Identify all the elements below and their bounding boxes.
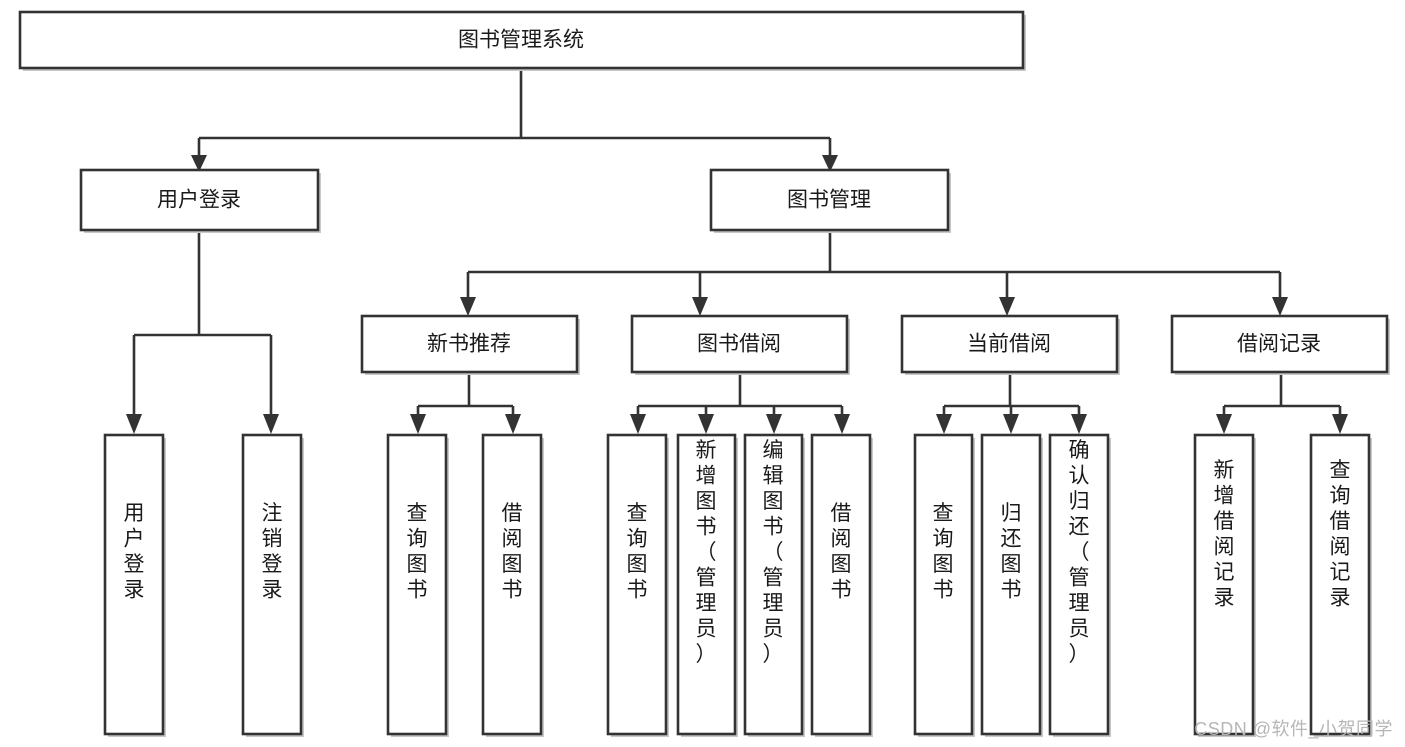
- node-leaf-return-book-label: 归还图书: [1001, 502, 1022, 602]
- node-leaf-query-record[interactable]: 查询借阅记录: [1309, 433, 1372, 737]
- node-root-box[interactable]: [18, 10, 1025, 70]
- arrowhead-leaf-query-record: [1332, 414, 1348, 434]
- node-leaf-logout-login-box[interactable]: [241, 433, 303, 736]
- node-leaf-query-book-2-box[interactable]: [606, 433, 668, 736]
- node-leaf-edit-book-box[interactable]: [743, 433, 804, 736]
- node-borrow-record-box[interactable]: [1170, 314, 1389, 374]
- arrowhead-book-borrow: [692, 297, 708, 316]
- node-leaf-logout-login[interactable]: 注销登录: [241, 433, 304, 737]
- node-book-borrow[interactable]: 图书借阅: [630, 314, 850, 375]
- node-leaf-add-book-box[interactable]: [676, 433, 737, 736]
- node-leaf-return-book-box[interactable]: [980, 433, 1042, 736]
- node-leaf-user-login[interactable]: 用户登录: [103, 433, 166, 737]
- node-new-book-recommend[interactable]: 新书推荐: [360, 314, 580, 375]
- arrowhead-leaf-add-record: [1216, 414, 1232, 434]
- arrowhead-leaf-borrow-book-2: [834, 414, 850, 434]
- node-leaf-confirm-return-box[interactable]: [1048, 433, 1110, 736]
- node-leaf-borrow-book-1[interactable]: 借阅图书: [481, 433, 544, 737]
- node-leaf-edit-book[interactable]: 编辑图书（管理员）: [743, 433, 805, 737]
- node-leaf-add-record[interactable]: 新增借阅记录: [1193, 433, 1256, 737]
- arrowhead-leaf-query-book-2: [630, 414, 646, 434]
- node-new-book-recommend-box[interactable]: [360, 314, 579, 374]
- node-leaf-add-record-box[interactable]: [1193, 433, 1255, 736]
- node-root-label: 图书管理系统: [458, 29, 584, 52]
- edge-new-book-recommend-to-leaves: [416, 375, 515, 418]
- arrowhead-borrow-record: [1272, 297, 1288, 316]
- node-leaf-query-book-1-box[interactable]: [386, 433, 448, 736]
- arrowhead-user-login: [191, 155, 207, 172]
- node-leaf-query-record-box[interactable]: [1309, 433, 1371, 736]
- node-root[interactable]: 图书管理系统: [18, 10, 1026, 71]
- node-leaf-query-book-2[interactable]: 查询图书: [606, 433, 669, 737]
- node-book-management[interactable]: 图书管理: [709, 168, 951, 233]
- csdn-watermark: CSDN @软件_小贺同学: [1194, 719, 1393, 739]
- node-current-borrow-label: 当前借阅: [967, 333, 1051, 356]
- node-leaf-query-book-3-label: 查询图书: [933, 502, 954, 602]
- node-leaf-borrow-book-2-label: 借阅图书: [831, 502, 852, 602]
- edge-book-management-to-level3-bus: [466, 233, 1282, 300]
- arrowhead-leaf-query-book-3: [936, 414, 952, 434]
- node-book-borrow-label: 图书借阅: [697, 333, 781, 356]
- edge-root-to-level2-bus: [197, 69, 832, 158]
- node-leaf-query-book-3[interactable]: 查询图书: [913, 433, 975, 737]
- node-leaf-logout-login-label: 注销登录: [262, 502, 283, 602]
- edge-current-borrow-to-leaves: [942, 375, 1081, 418]
- arrowhead-leaf-query-book-1: [410, 414, 426, 434]
- node-leaf-add-record-label: 新增借阅记录: [1214, 459, 1235, 610]
- arrowhead-new-book-recommend: [460, 297, 476, 316]
- node-leaf-add-book[interactable]: 新增图书（管理员）: [676, 433, 738, 737]
- arrowhead-leaf-user-login: [126, 414, 142, 434]
- node-leaf-borrow-book-2[interactable]: 借阅图书: [810, 433, 873, 737]
- edge-borrow-record-to-leaves: [1222, 375, 1342, 418]
- node-leaf-query-book-1-label: 查询图书: [407, 502, 428, 602]
- edge-user-login-to-leaf-bus: [132, 233, 273, 418]
- node-leaf-query-record-label: 查询借阅记录: [1330, 459, 1351, 610]
- node-leaf-borrow-book-2-box[interactable]: [810, 433, 872, 736]
- node-user-login-box[interactable]: [79, 168, 320, 232]
- node-book-management-label: 图书管理: [787, 189, 871, 212]
- node-leaf-borrow-book-1-box[interactable]: [481, 433, 543, 736]
- node-book-borrow-box[interactable]: [630, 314, 849, 374]
- node-borrow-record-label: 借阅记录: [1237, 333, 1321, 356]
- node-leaf-confirm-return-label: 确认归还（管理员）: [1069, 439, 1090, 666]
- node-borrow-record[interactable]: 借阅记录: [1170, 314, 1390, 375]
- node-leaf-query-book-2-label: 查询图书: [627, 502, 648, 602]
- node-user-login[interactable]: 用户登录: [79, 168, 321, 233]
- node-new-book-recommend-label: 新书推荐: [427, 333, 511, 356]
- node-leaf-return-book[interactable]: 归还图书: [980, 433, 1043, 737]
- arrowhead-leaf-borrow-book-1: [505, 414, 521, 434]
- node-leaf-query-book-1[interactable]: 查询图书: [386, 433, 449, 737]
- node-leaf-user-login-label: 用户登录: [124, 502, 145, 602]
- node-leaf-add-book-label: 新增图书（管理员）: [696, 439, 717, 666]
- node-book-management-box[interactable]: [709, 168, 950, 232]
- arrowhead-leaf-logout-login: [263, 414, 279, 434]
- node-leaf-query-book-3-box[interactable]: [913, 433, 974, 736]
- arrowhead-leaf-confirm-return: [1071, 414, 1087, 434]
- arrowhead-current-borrow: [999, 297, 1015, 316]
- edge-layer: [126, 69, 1348, 434]
- edge-book-borrow-to-leaves: [636, 375, 844, 418]
- node-current-borrow[interactable]: 当前借阅: [900, 314, 1120, 375]
- node-leaf-user-login-box[interactable]: [103, 433, 165, 736]
- arrowhead-leaf-edit-book: [766, 414, 782, 434]
- node-leaf-edit-book-label: 编辑图书（管理员）: [763, 439, 784, 666]
- node-leaf-confirm-return[interactable]: 确认归还（管理员）: [1048, 433, 1111, 737]
- node-current-borrow-box[interactable]: [900, 314, 1119, 374]
- node-leaf-borrow-book-1-label: 借阅图书: [502, 502, 523, 602]
- arrowhead-leaf-return-book: [1003, 414, 1019, 434]
- node-user-login-label: 用户登录: [157, 189, 241, 212]
- arrowhead-leaf-add-book: [698, 414, 714, 434]
- arrowhead-book-management: [822, 155, 838, 172]
